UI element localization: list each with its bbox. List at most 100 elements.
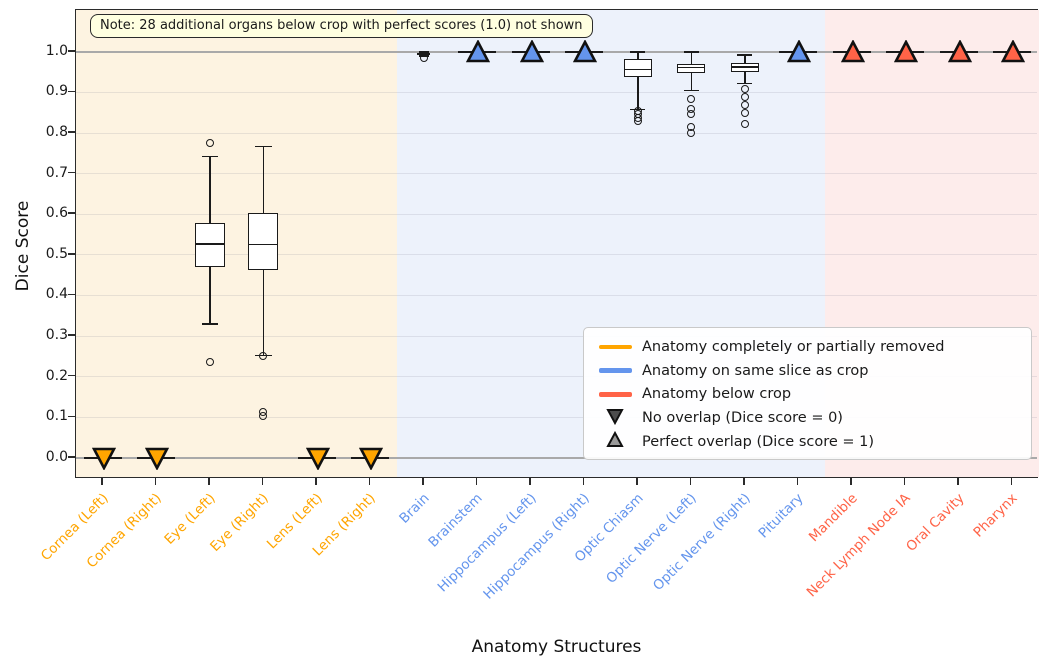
outlier-point — [687, 129, 696, 138]
box-iqr — [677, 63, 706, 74]
x-tick-mark — [529, 478, 531, 485]
group-background-removed — [76, 10, 397, 477]
triangle-down-icon — [302, 446, 332, 470]
x-tick-mark — [101, 478, 103, 485]
no-overlap-marker — [83, 446, 122, 470]
legend-row-below-crop: Anatomy below crop — [594, 383, 1021, 407]
y-tick-mark — [68, 212, 75, 214]
no-overlap-marker — [351, 446, 390, 470]
gridline-y-0.3 — [76, 335, 1037, 337]
outlier-point — [259, 352, 268, 361]
box-median — [623, 68, 652, 71]
y-tick-mark — [68, 90, 75, 93]
x-axis-label: Anatomy Structures — [471, 637, 642, 657]
legend-line-swatch — [598, 368, 632, 373]
y-tick-label: 1.0 — [45, 42, 68, 59]
y-tick-mark — [68, 293, 75, 296]
x-tick-label-mandible: Mandible — [805, 490, 861, 546]
triangle-up-icon — [462, 39, 492, 64]
x-tick-mark — [850, 478, 852, 485]
whisker-cap-lower — [201, 323, 218, 325]
legend-label: Anatomy on same slice as crop — [642, 362, 869, 379]
whisker-cap-lower — [737, 82, 753, 85]
legend-marker — [594, 344, 636, 350]
legend-marker — [594, 407, 636, 429]
y-tick-mark — [68, 374, 75, 377]
triangle-down-icon — [355, 446, 385, 470]
outlier-point — [740, 85, 749, 94]
whisker-lower — [209, 267, 211, 324]
y-tick-mark — [68, 131, 75, 133]
x-tick-label-hippocampus-left: Hippocampus (Left) — [434, 490, 540, 596]
x-tick-mark — [154, 478, 156, 485]
x-tick-mark — [957, 478, 959, 485]
x-tick-mark — [422, 478, 424, 485]
note-annotation: Note: 28 additional organs below crop wi… — [90, 14, 593, 38]
x-tick-label-brain: Brain — [396, 490, 433, 527]
y-tick-label: 0.9 — [45, 83, 68, 100]
perfect-overlap-marker — [993, 39, 1032, 64]
whisker-upper — [690, 51, 692, 64]
whisker-lower — [637, 77, 639, 110]
y-tick-mark — [68, 456, 75, 458]
gridline-y-0.7 — [76, 173, 1037, 175]
triangle-up-icon — [890, 39, 920, 64]
triangle-down-icon — [88, 446, 118, 470]
perfect-overlap-marker — [565, 39, 604, 64]
y-tick-label: 0.6 — [45, 205, 68, 222]
outlier-point — [740, 108, 749, 117]
perfect-overlap-marker — [939, 39, 978, 64]
x-tick-label-optic-nerve-left: Optic Nerve (Left) — [603, 490, 700, 587]
box-median — [194, 243, 225, 245]
perfect-overlap-marker — [886, 39, 925, 64]
whisker-cap-upper — [630, 51, 646, 53]
triangle-down-icon — [606, 407, 624, 429]
whisker-lower — [744, 71, 746, 84]
perfect-overlap-marker — [779, 39, 818, 64]
gridline-y-0.0 — [76, 457, 1037, 459]
whisker-upper — [262, 146, 264, 214]
gridline-y-0.6 — [76, 213, 1037, 215]
box-iqr — [623, 58, 652, 78]
legend-line-swatch — [598, 344, 632, 350]
x-tick-mark — [475, 478, 477, 485]
x-tick-mark — [1010, 478, 1012, 485]
outlier-point — [633, 116, 642, 125]
triangle-up-icon — [569, 39, 599, 64]
triangle-up-icon — [997, 39, 1027, 64]
whisker-cap-upper — [737, 54, 753, 56]
y-tick-mark — [68, 50, 75, 52]
gridline-y-0.1 — [76, 416, 1037, 418]
whisker-lower — [690, 73, 692, 91]
whisker-upper — [209, 156, 211, 224]
gridline-y-0.2 — [76, 376, 1037, 378]
box-median — [730, 66, 759, 68]
x-tick-mark — [368, 478, 370, 485]
y-tick-label: 0.7 — [45, 164, 68, 181]
whisker-cap-upper — [418, 51, 429, 53]
x-tick-mark — [743, 478, 745, 485]
no-overlap-marker — [297, 446, 336, 470]
legend-line-swatch — [598, 392, 632, 397]
outlier-point — [687, 110, 696, 119]
legend-row-same-slice: Anatomy on same slice as crop — [594, 359, 1021, 383]
legend-row-tri_up: Perfect overlap (Dice score = 1) — [594, 430, 1021, 454]
perfect-overlap-marker — [511, 39, 550, 64]
legend-label: Perfect overlap (Dice score = 1) — [642, 434, 875, 451]
y-tick-label: 0.2 — [45, 367, 68, 384]
y-tick-mark — [68, 334, 75, 336]
x-tick-mark — [689, 478, 691, 485]
perfect-overlap-marker — [832, 39, 871, 64]
legend-marker — [594, 368, 636, 373]
x-tick-label-pituitary: Pituitary — [755, 490, 807, 542]
gridline-y-0.5 — [76, 254, 1037, 256]
y-tick-label: 0.0 — [45, 448, 68, 465]
gridline-y-1.0 — [76, 51, 1037, 53]
y-tick-label: 0.1 — [45, 408, 68, 425]
x-tick-label-pharynx: Pharynx — [970, 490, 1021, 541]
triangle-up-icon — [944, 39, 974, 64]
whisker-cap-upper — [201, 155, 218, 158]
x-tick-label-neck-lymph-node-ia: Neck Lymph Node IA — [803, 490, 914, 601]
